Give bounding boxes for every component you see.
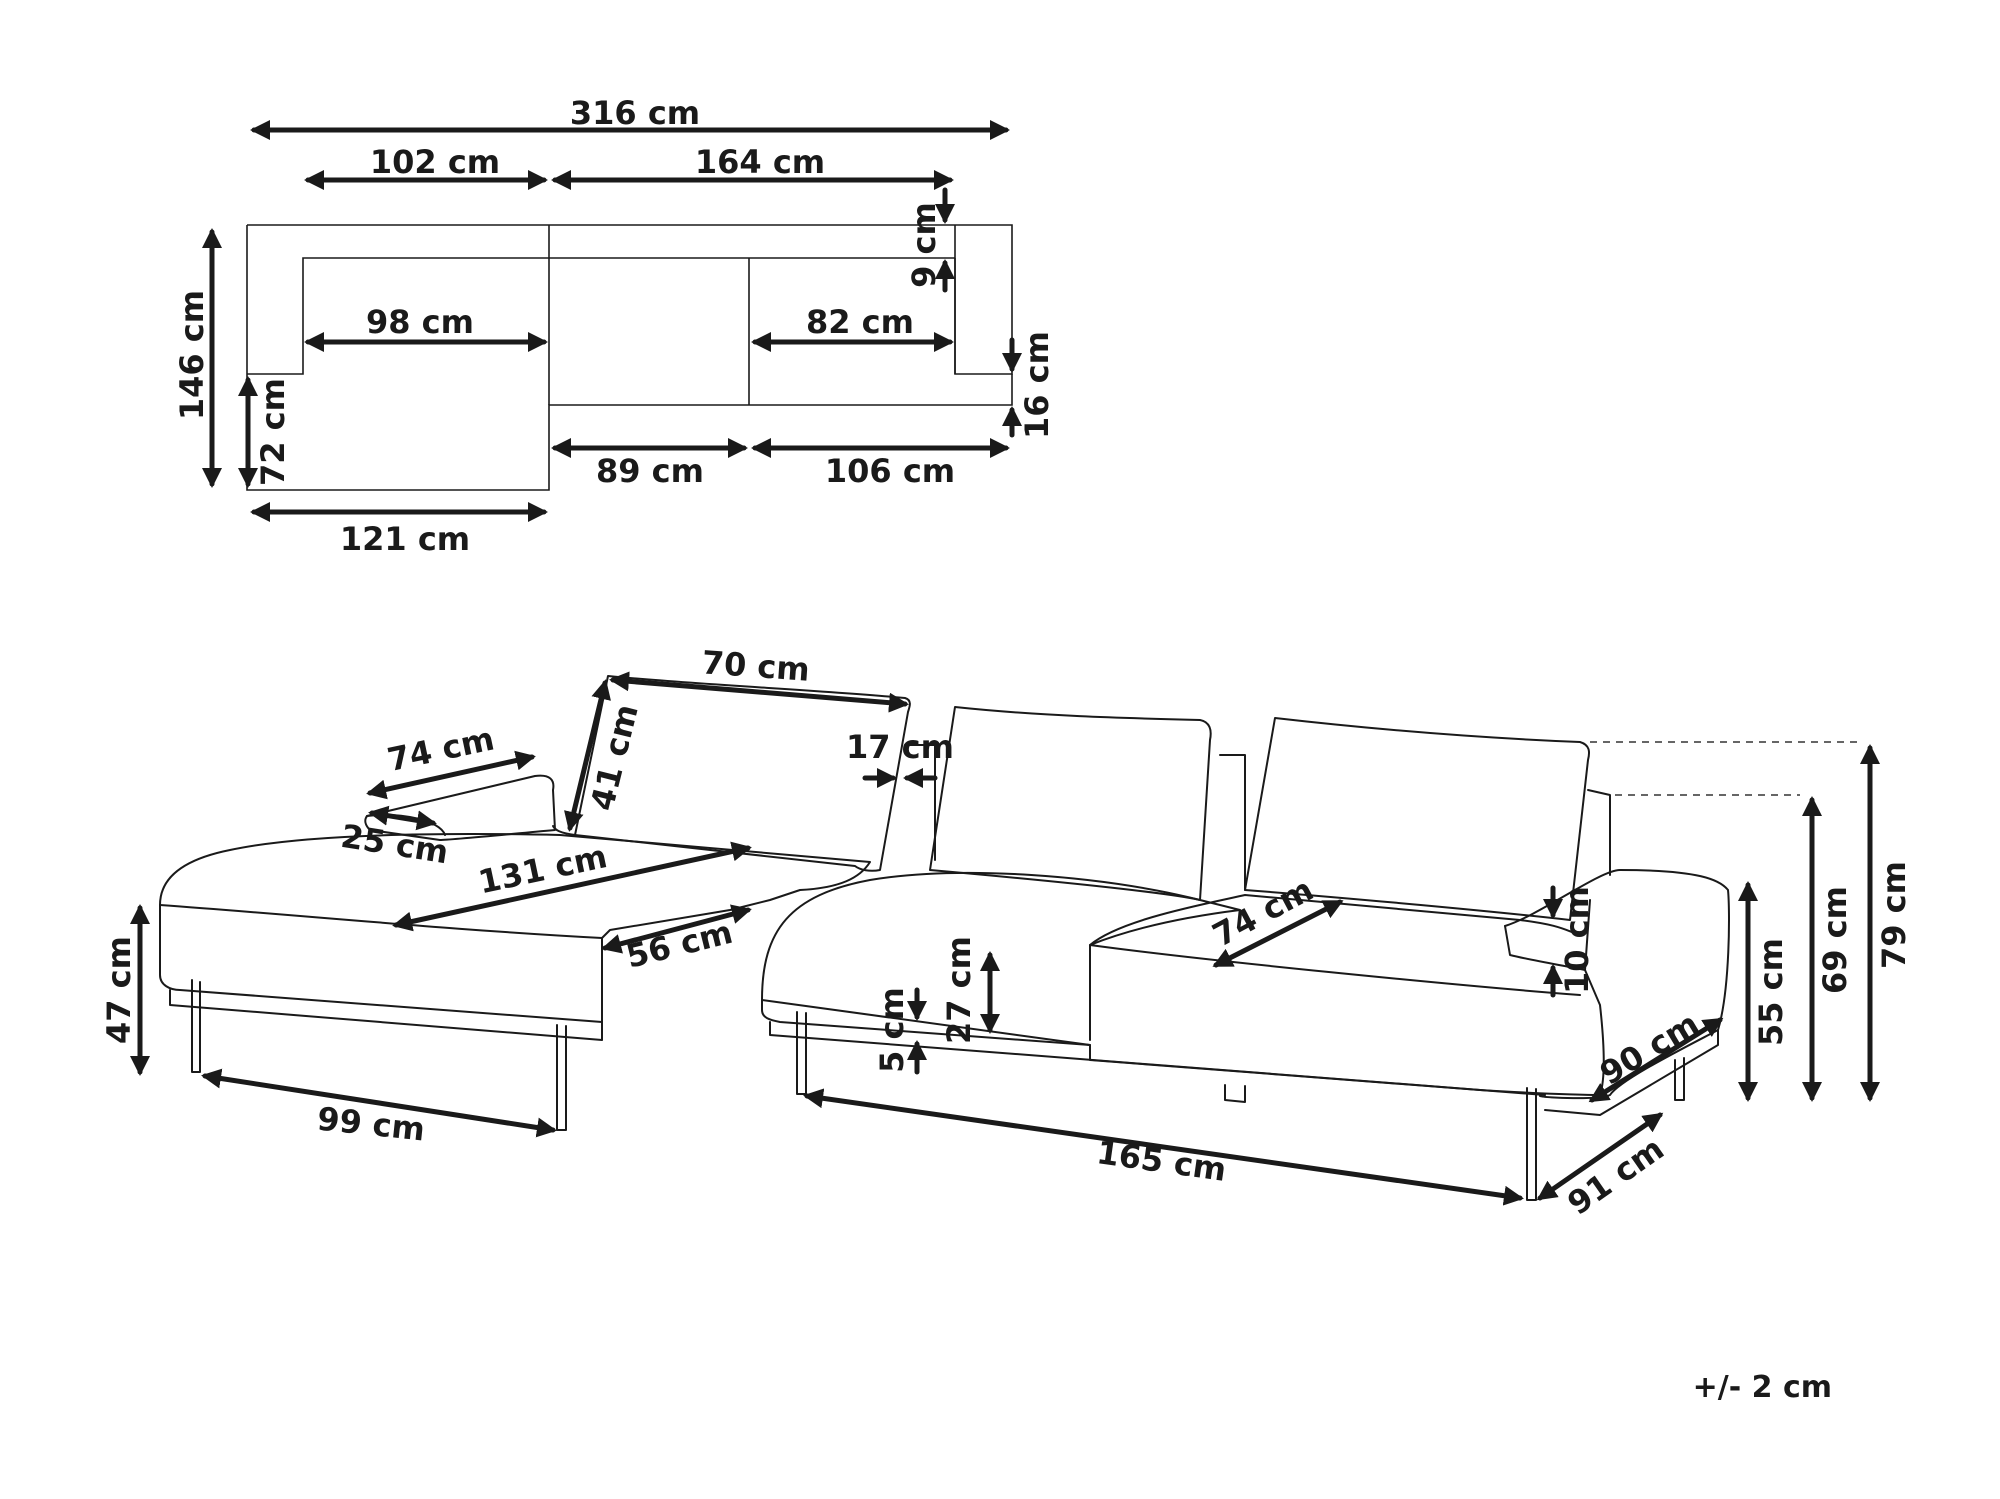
label-seat-depth: 90 cm (1593, 1004, 1705, 1092)
label-total-height: 79 cm (1875, 861, 1913, 969)
label-total-depth: 146 cm (173, 290, 211, 420)
label-right-section-width: 106 cm (825, 452, 955, 490)
label-backrest-depth: 41 cm (583, 700, 646, 814)
label-middle-seat-width: 89 cm (596, 452, 704, 490)
label-chaise-top-width: 102 cm (370, 143, 500, 181)
label-base-thickness: 5 cm (873, 987, 911, 1073)
label-total-width: 316 cm (570, 94, 700, 132)
label-back-thickness: 9 cm (905, 202, 943, 288)
label-cushion-thickness: 27 cm (940, 936, 978, 1044)
label-chaise-inner-width: 98 cm (366, 303, 474, 341)
label-chaise-total-width: 121 cm (340, 520, 470, 558)
label-sofa-leg-span: 165 cm (1094, 1133, 1228, 1189)
label-chaise-inner-depth: 56 cm (622, 913, 736, 976)
label-arm-height: 55 cm (1752, 938, 1790, 1046)
label-seat-height: 47 cm (100, 936, 138, 1044)
label-armrest-drop: 16 cm (1018, 331, 1056, 439)
dimension-arrows (130, 120, 1880, 1206)
label-arm-cushion-thickness: 10 cm (1558, 886, 1596, 994)
tolerance-note: +/- 2 cm (1693, 1370, 1832, 1405)
label-sofa-top-width: 164 cm (695, 143, 825, 181)
label-right-seat-width: 82 cm (806, 303, 914, 341)
label-back-height: 69 cm (1816, 886, 1854, 994)
label-back-gap: 17 cm (846, 728, 954, 766)
label-backrest-width: 70 cm (701, 643, 811, 688)
label-chaise-extension: 72 cm (254, 378, 292, 486)
